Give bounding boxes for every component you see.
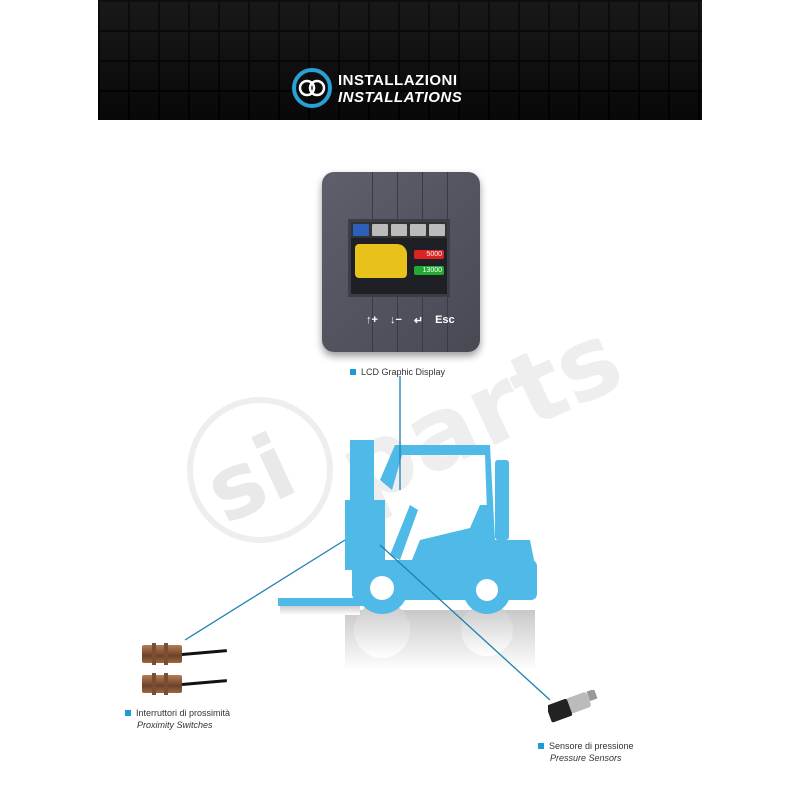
lcd-display-label: LCD Graphic Display [350, 366, 445, 378]
screen-menu-icons [351, 222, 447, 238]
proximity-switch [142, 673, 182, 695]
key-down-minus[interactable]: ↓− [389, 314, 402, 326]
screen-value-red: 5000 [414, 250, 444, 259]
title-english: INSTALLATIONS [338, 89, 463, 106]
key-up-plus[interactable]: ↑+ [366, 314, 378, 326]
lcd-graphic-display: 5000 13000 ↑+ ↓− ↵ Esc [322, 172, 480, 352]
key-enter[interactable]: ↵ [413, 315, 424, 327]
loader-vehicle-image [355, 244, 407, 278]
display-screen: 5000 13000 [348, 219, 450, 297]
pressure-sensor [548, 690, 598, 723]
bullet-icon [350, 369, 356, 375]
header-banner [98, 0, 702, 120]
interlocking-rings-icon [292, 68, 332, 108]
title-italian: INSTALLAZIONI [338, 72, 458, 89]
key-esc[interactable]: Esc [435, 314, 455, 326]
proximity-switch [142, 643, 182, 665]
screen-value-green: 13000 [414, 266, 444, 275]
